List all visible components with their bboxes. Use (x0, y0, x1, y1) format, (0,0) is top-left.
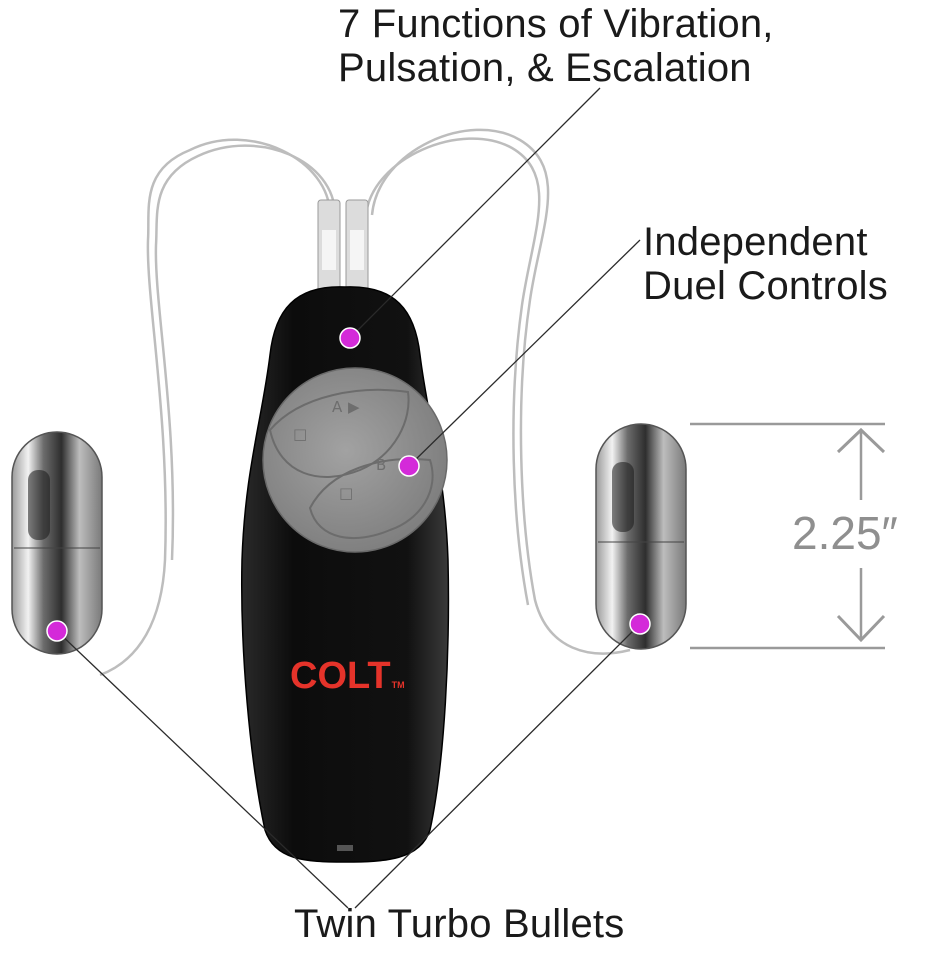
callout-dot-icon (398, 455, 420, 477)
dimension-marker (690, 422, 885, 650)
play-icon: ▶ (348, 398, 360, 416)
button-b-label: B (376, 456, 387, 474)
callout-dot-icon (339, 327, 361, 349)
remote-controller (241, 286, 450, 863)
callout-bullets-text: Twin Turbo Bullets (294, 902, 625, 946)
callout-functions-line2: Pulsation, & Escalation (338, 46, 752, 90)
button-a-label: A (332, 398, 343, 416)
brand-logo: COLTTM (290, 655, 405, 698)
left-bullet (11, 431, 103, 655)
callout-controls: Independent Duel Controls (643, 220, 933, 308)
arrow-up-icon (836, 427, 886, 454)
callout-leader-lines (56, 87, 641, 909)
callout-controls-line2: Duel Controls (643, 264, 888, 308)
square-button-icon: □ (293, 425, 308, 443)
brand-trademark: TM (391, 680, 405, 690)
callout-dot-icon (46, 620, 68, 642)
brand-name: COLT (290, 655, 391, 697)
callout-dots (46, 327, 651, 642)
callout-bullets: Twin Turbo Bullets (294, 902, 714, 946)
callout-functions-line1: 7 Functions of Vibration, (338, 2, 774, 46)
callout-controls-line1: Independent (643, 220, 868, 264)
dimension-label: 2.25″ (792, 507, 898, 559)
arrow-down-icon (836, 614, 886, 643)
wire-plugs (317, 199, 369, 296)
right-bullet (595, 423, 687, 650)
callout-dot-icon (629, 613, 651, 635)
bullet-wires (99, 128, 631, 677)
callout-functions: 7 Functions of Vibration, Pulsation, & E… (338, 2, 898, 90)
square-button-icon: □ (339, 484, 354, 502)
